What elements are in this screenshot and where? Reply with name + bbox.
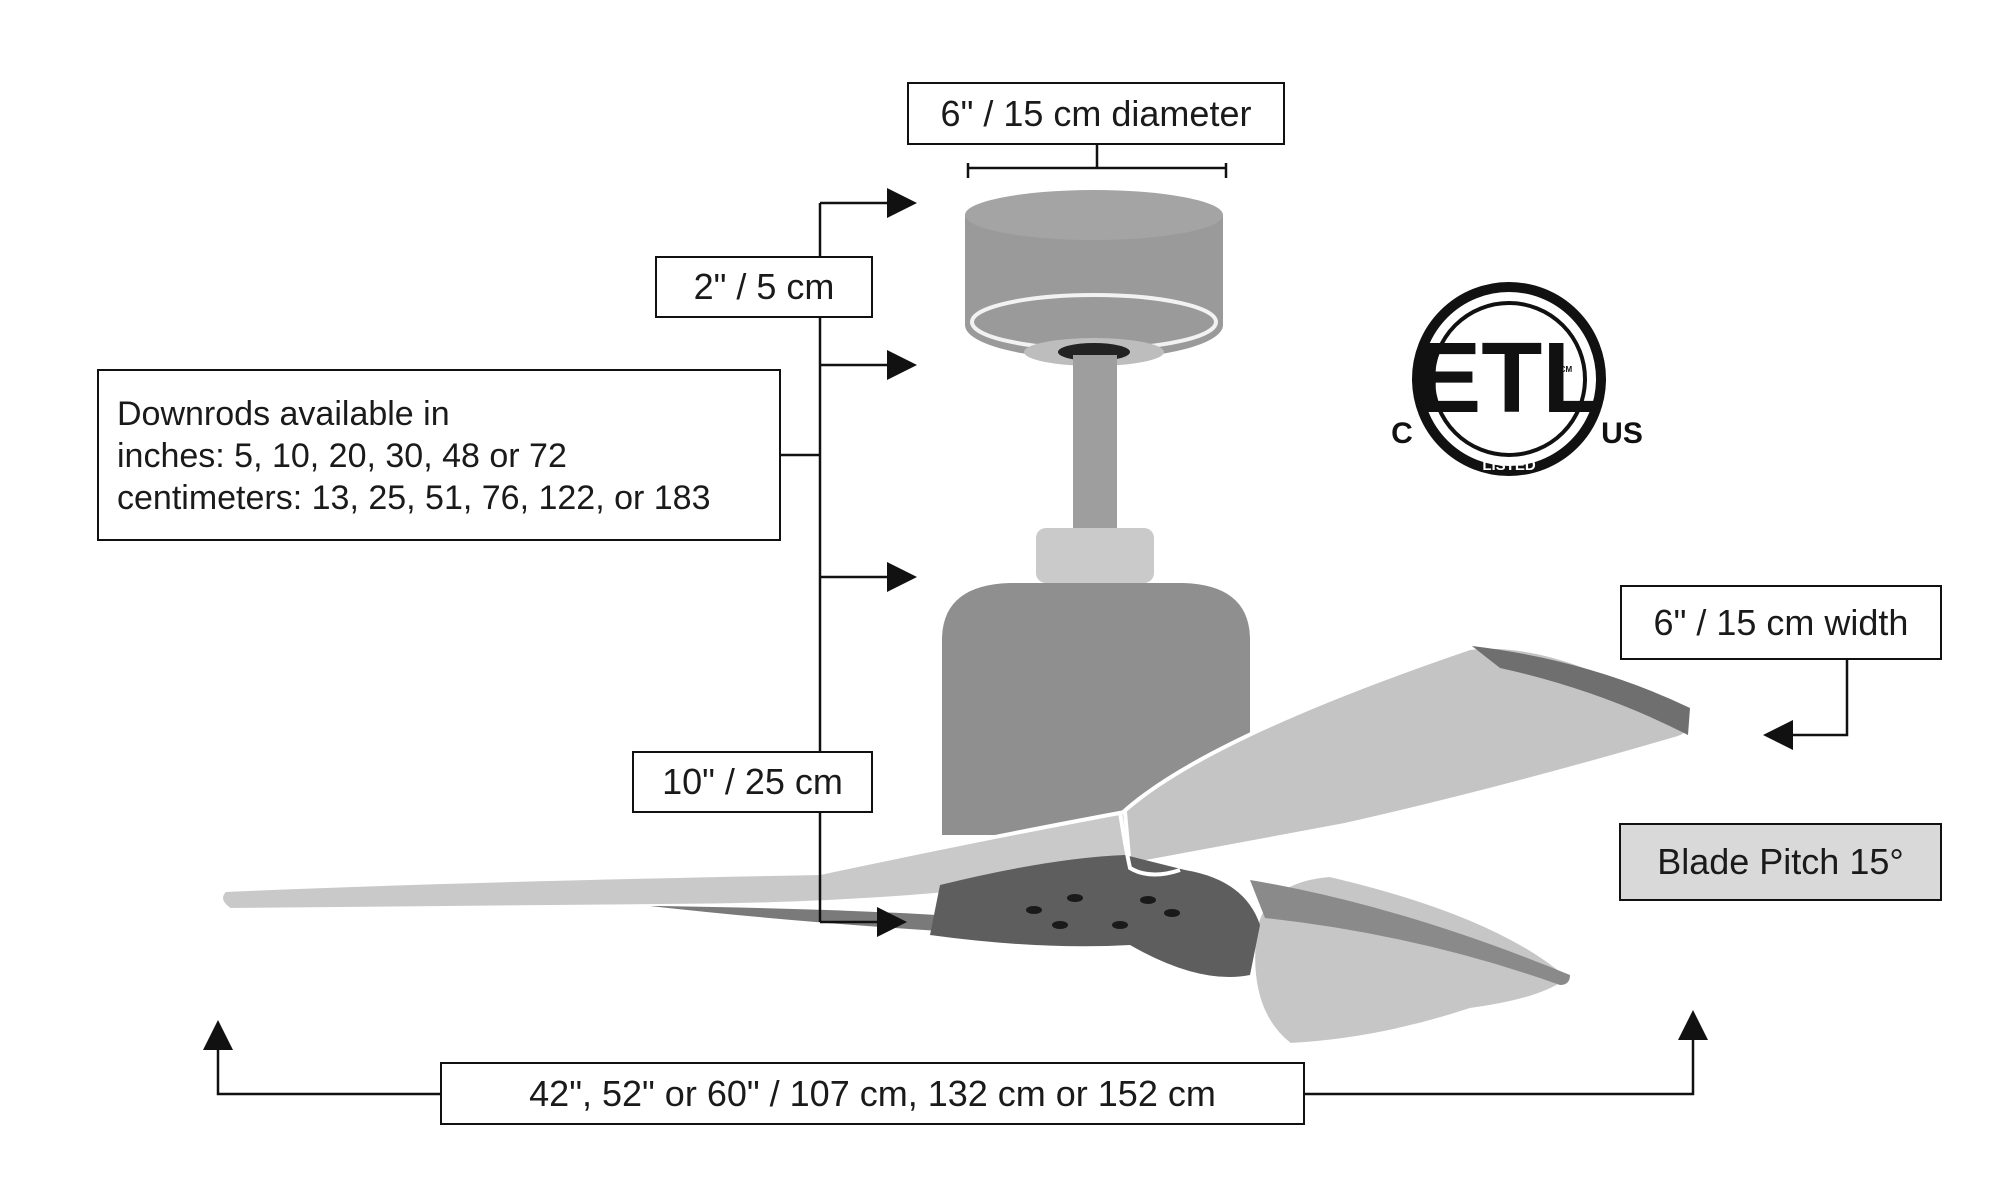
svg-text:C: C	[1391, 417, 1413, 450]
blade-width-label: 6" / 15 cm width	[1620, 585, 1942, 660]
motor-height-text: 10" / 25 cm	[662, 761, 843, 802]
canopy-height-text: 2" / 5 cm	[693, 266, 835, 307]
blade-pitch-label: Blade Pitch 15°	[1619, 823, 1942, 901]
downrods-centimeters: centimeters: 13, 25, 51, 76, 122, or 183	[117, 479, 711, 517]
fan-blades	[219, 644, 1693, 1048]
downrod-collar	[1036, 528, 1154, 583]
span-dimension-line	[203, 1020, 440, 1096]
downrods-title: Downrods available in	[117, 395, 450, 433]
canopy-diameter-label: 6" / 15 cm diameter	[907, 82, 1285, 145]
blade-left	[219, 809, 1133, 913]
svg-text:US: US	[1601, 417, 1643, 450]
canopy	[965, 190, 1223, 366]
blade-width-text: 6" / 15 cm width	[1653, 601, 1909, 643]
ceiling-fan-illustration	[219, 190, 1693, 1048]
blade-width-arrow	[1763, 660, 1849, 750]
fan-span-text: 42", 52" or 60" / 107 cm, 132 cm or 152 …	[529, 1072, 1216, 1114]
canopy-diameter-text: 6" / 15 cm diameter	[940, 92, 1252, 134]
svg-text:ETL: ETL	[1415, 322, 1604, 434]
fan-span-label: 42", 52" or 60" / 107 cm, 132 cm or 152 …	[440, 1062, 1305, 1125]
downrods-info-box: Downrods available in inches: 5, 10, 20,…	[97, 369, 781, 541]
etl-listed-logo: ETL C US LISTED CM	[1391, 282, 1643, 476]
svg-text:CM: CM	[1560, 365, 1573, 374]
downrod	[1073, 355, 1117, 530]
canopy-height-label: 2" / 5 cm	[655, 256, 873, 318]
svg-text:LISTED: LISTED	[1482, 457, 1536, 474]
hub-screws	[1026, 894, 1180, 929]
motor-housing	[942, 583, 1250, 835]
blade-hub	[930, 855, 1260, 977]
motor-height-label: 10" / 25 cm	[632, 751, 873, 813]
canopy-diameter-bracket	[966, 145, 1228, 178]
downrods-inches: inches: 5, 10, 20, 30, 48 or 72	[117, 437, 567, 475]
blade-pitch-text: Blade Pitch 15°	[1657, 841, 1904, 882]
